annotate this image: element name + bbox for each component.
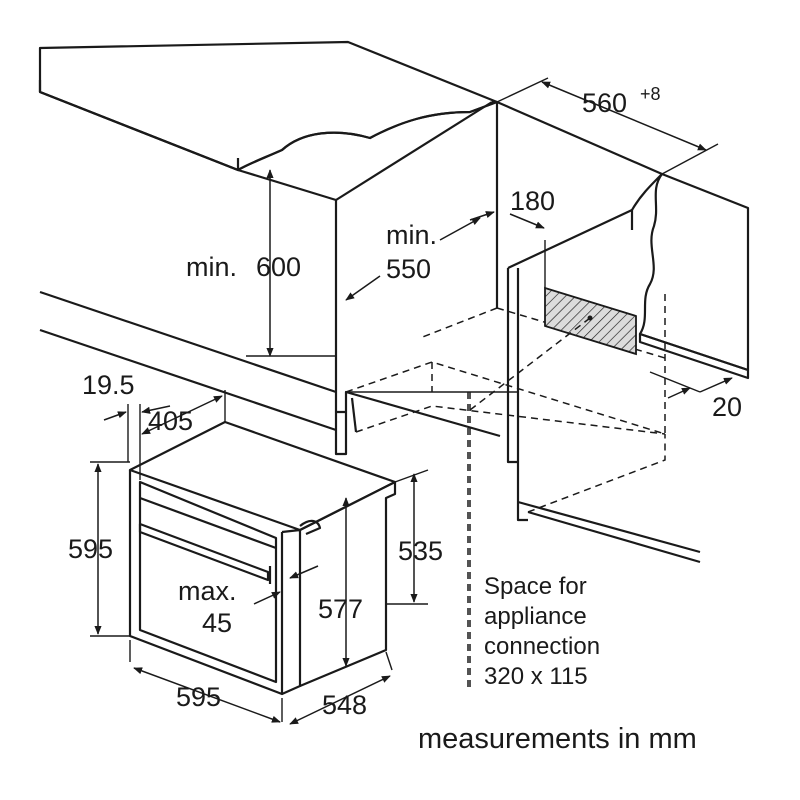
label-560-tolerance: +8 xyxy=(640,84,661,104)
label-548: 548 xyxy=(322,690,367,720)
note-line-4: 320 x 115 xyxy=(484,663,588,690)
note-line-3: connection xyxy=(484,633,600,660)
label-595-width: 595 xyxy=(176,682,221,712)
label-max-45: 45 xyxy=(202,608,232,638)
label-min-550: 550 xyxy=(386,254,431,284)
label-405: 405 xyxy=(148,406,193,436)
wall-panel xyxy=(638,172,750,372)
label-20: 20 xyxy=(712,392,742,422)
label-180: 180 xyxy=(510,186,555,216)
label-min-550-prefix: min. xyxy=(386,220,437,250)
label-min-600: 600 xyxy=(256,252,301,282)
appliance-dimensions: 19.5 405 595 535 577 max. 45 595 548 xyxy=(68,370,443,725)
measurement-units-footer: measurements in mm xyxy=(418,723,697,755)
label-535: 535 xyxy=(398,536,443,566)
countertop xyxy=(38,40,499,172)
oven xyxy=(128,420,397,696)
note-line-2: appliance xyxy=(484,603,587,630)
label-595-height: 595 xyxy=(68,534,113,564)
connection-zone xyxy=(544,286,637,356)
cabinet-dimensions: 560 +8 min. 600 min. 550 180 20 xyxy=(186,77,742,422)
label-min-600-prefix: min. xyxy=(186,252,237,282)
oven-front xyxy=(128,470,284,696)
note-line-1: Space for xyxy=(484,573,587,600)
connection-note: Space for appliance connection 320 x 115 xyxy=(484,573,600,690)
label-560: 560 xyxy=(582,88,627,118)
label-19-5: 19.5 xyxy=(82,370,135,400)
label-577: 577 xyxy=(318,594,363,624)
label-max-45-prefix: max. xyxy=(178,576,237,606)
oven-handle xyxy=(138,522,270,582)
cabinet-structure xyxy=(38,40,750,690)
